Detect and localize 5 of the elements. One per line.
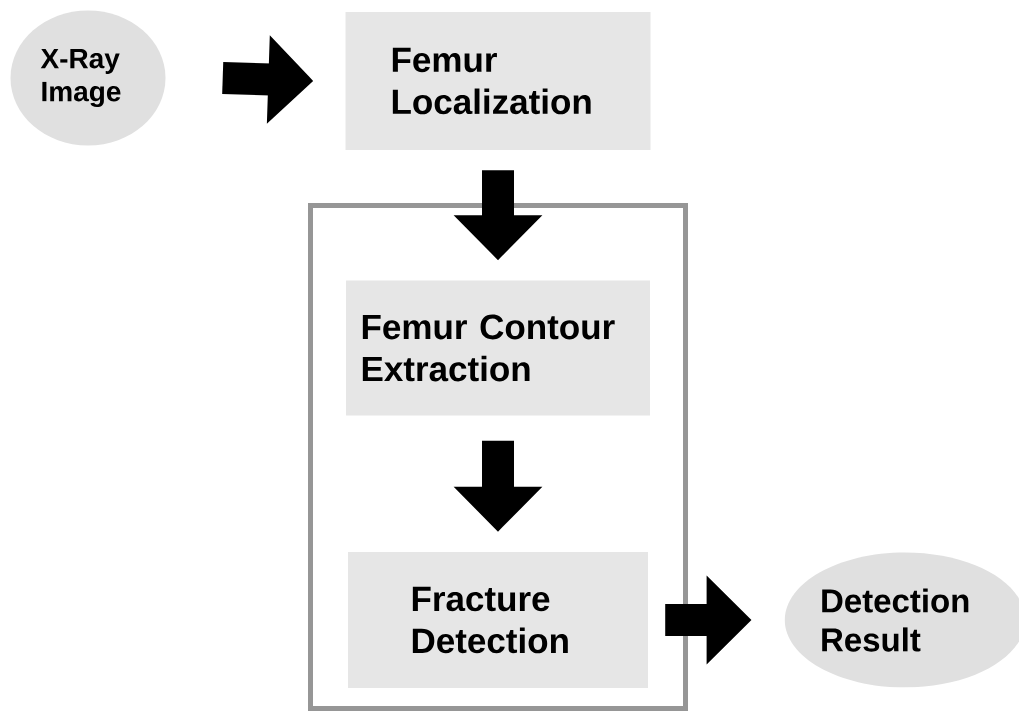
process-box: Femur Contour Extraction (346, 280, 650, 416)
process-box: Fracture Detection (348, 552, 648, 688)
process-box: Femur Localization (345, 12, 651, 150)
frame-box (308, 203, 688, 711)
ellipse-node: X-Ray Image (10, 10, 166, 146)
